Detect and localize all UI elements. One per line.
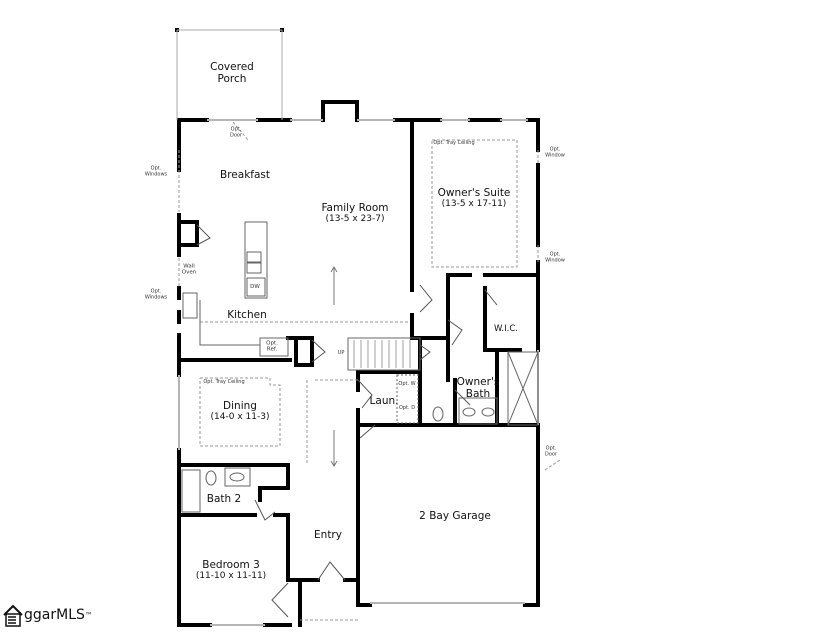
opt-window-right-top-note: Opt. Window (545, 146, 565, 158)
logo-tm: ™ (84, 610, 93, 620)
dining-tray-note: Opt. Tray Ceiling (203, 379, 245, 386)
dryer-label: Opt. D (398, 405, 416, 412)
wall-oven-label: Wall Oven (181, 263, 197, 276)
stair-up-label: UP (337, 350, 345, 357)
opt-ref-label: Opt. Ref. (266, 340, 278, 353)
bath2-label: Bath 2 (206, 492, 242, 505)
opt-windows-left-top-note: Opt. Windows (144, 165, 168, 177)
house-icon (3, 604, 23, 627)
opt-door-top-note: Opt. Door (229, 126, 243, 138)
opt-window-right-bottom-note: Opt. Window (545, 251, 565, 263)
laundry-label: Laun. (369, 394, 399, 407)
opt-windows-left-bottom-note: Opt. Windows (144, 288, 168, 300)
family-room-label: Family Room (13-5 x 23-7) (321, 201, 389, 224)
dining-label: Dining (14-0 x 11-3) (210, 399, 270, 422)
covered-porch-label: Covered Porch (210, 60, 254, 85)
opt-door-garage-note: Opt. Door (544, 445, 558, 457)
wic-label: W.I.C. (494, 324, 518, 335)
owners-suite-tray-note: Opt. Tray Ceiling (433, 140, 475, 147)
entry-label: Entry (314, 528, 342, 541)
owners-bath-label: Owner's Bath (456, 375, 500, 400)
dishwasher-label: DW (250, 283, 260, 290)
logo-text: ggarMLS (24, 607, 85, 623)
kitchen-label: Kitchen (227, 308, 267, 321)
owners-suite-label: Owner's Suite (13-5 x 17-11) (437, 186, 511, 209)
breakfast-label: Breakfast (220, 168, 270, 181)
garage-label: 2 Bay Garage (419, 509, 491, 522)
washer-label: Opt. W (398, 381, 416, 388)
bedroom3-label: Bedroom 3 (11-10 x 11-11) (195, 558, 267, 581)
